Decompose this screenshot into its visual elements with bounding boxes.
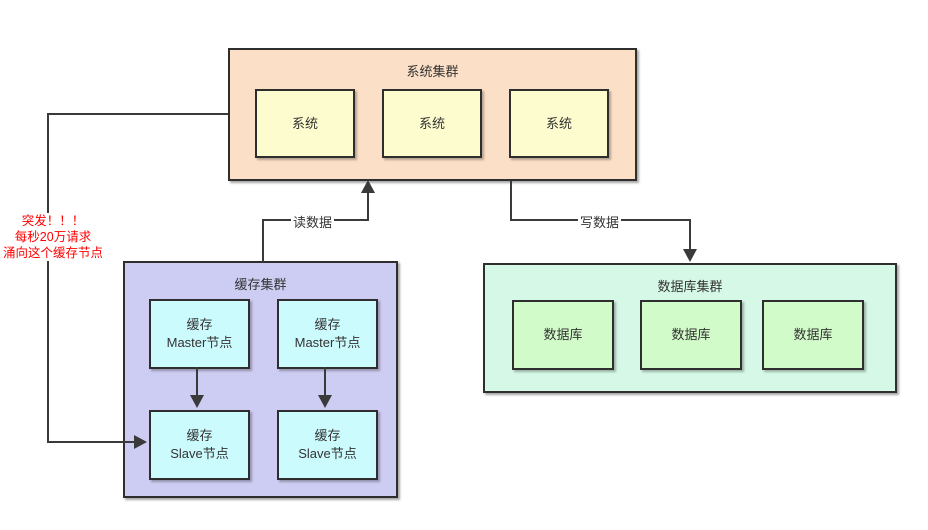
system-node: 系统 <box>255 89 355 158</box>
cache-cluster-title: 缓存集群 <box>234 277 287 292</box>
database-cluster-title: 数据库集群 <box>657 279 723 294</box>
cache-master-node: 缓存 Master节点 <box>149 299 250 369</box>
write-arrow-segment <box>689 219 691 250</box>
database-node: 数据库 <box>762 300 864 370</box>
cache-cluster-container: 缓存集群 缓存 Master节点 缓存 Master节点 缓存 Slave节点 … <box>123 261 398 498</box>
write-data-label: 写数据 <box>578 212 622 231</box>
read-arrow-segment <box>367 192 369 221</box>
read-data-label: 读数据 <box>291 212 335 231</box>
system-node: 系统 <box>382 89 482 158</box>
master-slave-arrow-head-icon <box>190 395 204 408</box>
database-cluster-container: 数据库集群 数据库 数据库 数据库 <box>483 263 897 393</box>
system-node: 系统 <box>509 89 609 158</box>
database-node: 数据库 <box>640 300 742 370</box>
master-slave-arrow-segment <box>196 367 198 397</box>
read-arrow-segment <box>262 219 264 262</box>
cache-slave-node: 缓存 Slave节点 <box>149 410 250 480</box>
cache-master-node: 缓存 Master节点 <box>277 299 378 369</box>
read-arrow-head-icon <box>361 180 375 193</box>
burst-arrow-segment <box>47 113 49 443</box>
burst-arrow-segment <box>47 113 228 115</box>
burst-annotation-text: 突发！！！ 每秒20万请求 涌向这个缓存节点 <box>0 213 106 261</box>
system-cluster-container: 系统集群 系统 系统 系统 <box>228 48 637 181</box>
write-arrow-head-icon <box>683 249 697 262</box>
write-arrow-segment <box>510 181 512 221</box>
master-slave-arrow-head-icon <box>318 395 332 408</box>
burst-arrow-head-icon <box>134 435 147 449</box>
database-node: 数据库 <box>512 300 614 370</box>
master-slave-arrow-segment <box>324 367 326 397</box>
system-cluster-title: 系统集群 <box>406 64 459 79</box>
cache-slave-node: 缓存 Slave节点 <box>277 410 378 480</box>
burst-arrow-segment <box>47 441 135 443</box>
